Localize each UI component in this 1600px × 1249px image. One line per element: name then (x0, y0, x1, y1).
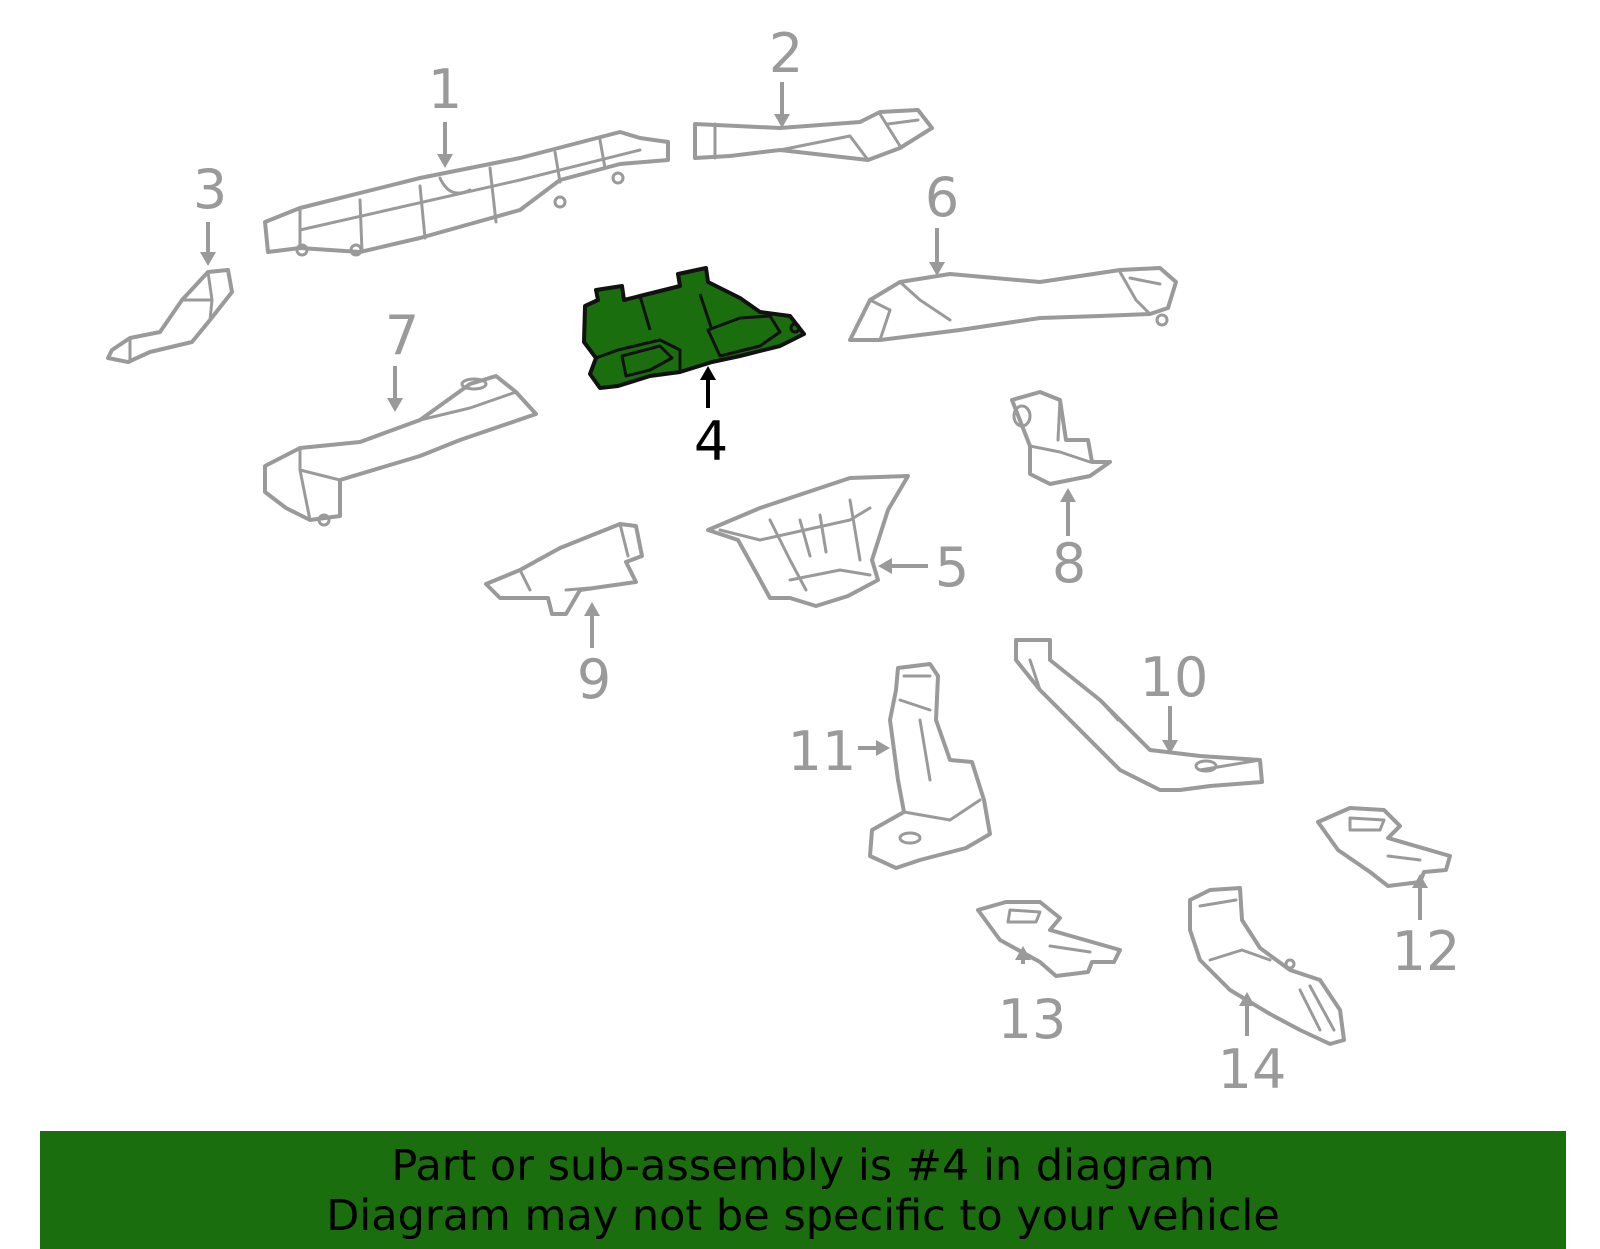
callout-2: 2 (769, 22, 803, 85)
callout-9: 9 (577, 648, 611, 711)
callout-14: 14 (1218, 1038, 1287, 1101)
callout-8: 8 (1052, 532, 1086, 595)
callout-arrows (200, 82, 1428, 1036)
callout-5: 5 (935, 536, 969, 599)
callout-12: 12 (1392, 920, 1461, 983)
part-2-duct[interactable] (693, 108, 934, 162)
part-14-duct[interactable] (1188, 886, 1346, 1046)
callout-labels: 1 2 3 4 5 6 7 8 9 10 11 12 13 14 (193, 22, 1461, 1101)
callout-11: 11 (788, 720, 857, 783)
part-4-duct-highlighted[interactable] (582, 266, 806, 390)
part-10-duct[interactable] (1014, 638, 1264, 792)
info-banner: Part or sub-assembly is #4 in diagram Di… (40, 1131, 1566, 1249)
part-1-duct[interactable] (263, 130, 670, 257)
part-12-duct[interactable] (1316, 806, 1452, 888)
part-13-duct[interactable] (976, 900, 1122, 978)
banner-line-2: Diagram may not be specific to your vehi… (326, 1191, 1280, 1241)
part-5-duct[interactable] (706, 474, 910, 608)
callout-6: 6 (925, 166, 959, 229)
callout-4: 4 (694, 410, 728, 473)
callout-7: 7 (385, 304, 419, 367)
callout-13: 13 (998, 988, 1067, 1051)
part-7-duct[interactable] (263, 374, 538, 527)
part-3-duct[interactable] (106, 268, 234, 364)
callout-1: 1 (428, 58, 462, 121)
part-8-duct[interactable] (1010, 390, 1112, 486)
part-11-duct[interactable] (868, 662, 992, 870)
part-6-duct[interactable] (848, 266, 1178, 342)
callout-3: 3 (193, 158, 227, 221)
banner-line-1: Part or sub-assembly is #4 in diagram (391, 1141, 1215, 1191)
part-9-duct[interactable] (484, 522, 644, 616)
callout-10: 10 (1140, 646, 1209, 709)
